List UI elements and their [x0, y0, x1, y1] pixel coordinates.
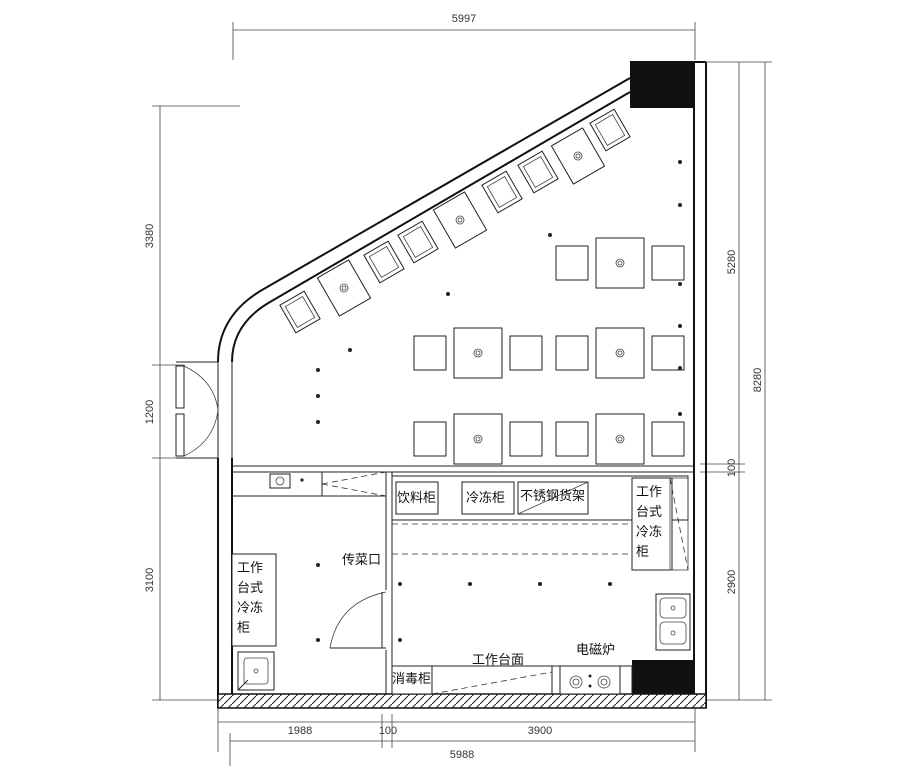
worktop-label: 工作台面	[472, 653, 524, 668]
hand-sink	[237, 651, 275, 691]
serving-window-label: 传菜口	[342, 553, 381, 568]
dim-bottom-total: 5988	[450, 749, 474, 761]
bench-freezer-left-line-3: 冷冻	[237, 600, 263, 616]
table	[595, 237, 645, 289]
dim-bottom-right: 3900	[528, 725, 552, 737]
dim-left-top: 3380	[144, 224, 156, 248]
bench-freezer-right-line-1: 工作	[636, 485, 662, 500]
dim-left-door: 1200	[144, 400, 156, 424]
dim-left-bottom: 3100	[144, 568, 156, 592]
column-bottom-right	[632, 660, 694, 694]
dim-right-total: 8280	[752, 368, 764, 392]
worktop	[391, 665, 633, 695]
dim-right-mid: 100	[726, 459, 738, 477]
bench-freezer-right-line-3: 冷冻	[636, 524, 662, 540]
bench-freezer-left: 工作 台式 冷冻 柜	[231, 553, 277, 647]
disinfection-cabinet-label: 消毒柜	[392, 672, 431, 687]
bench-freezer-right: 工作 台式 冷冻 柜	[631, 477, 689, 571]
kitchen	[391, 475, 689, 555]
window-seating	[279, 108, 631, 334]
column-top-right	[630, 62, 694, 108]
freezer-label: 冷冻柜	[466, 490, 505, 506]
drink-cabinet-label: 饮料柜	[397, 491, 436, 506]
bench-freezer-right-line-2: 台式	[636, 505, 662, 520]
dim-right-lower: 2900	[726, 570, 738, 594]
dim-right-upper: 5280	[726, 250, 738, 274]
ceiling-lights	[316, 160, 682, 642]
walls	[217, 61, 707, 709]
dim-bottom-left: 1988	[288, 725, 312, 737]
induction-cooker-label: 电磁炉	[576, 643, 615, 658]
double-sink	[655, 593, 691, 651]
bench-freezer-left-line-2: 台式	[237, 581, 263, 596]
front-counter	[232, 471, 387, 497]
bench-freezer-left-line-4: 柜	[237, 621, 250, 636]
dim-bottom-mid: 100	[379, 725, 397, 737]
entrance-door[interactable]	[175, 361, 233, 459]
steel-shelf-label: 不锈钢货架	[520, 488, 585, 504]
kitchen-door[interactable]	[329, 591, 387, 649]
dim-top-width: 5997	[452, 13, 476, 25]
bench-freezer-left-line-1: 工作	[237, 561, 263, 576]
dining-tables	[413, 237, 685, 465]
bench-freezer-right-line-4: 柜	[636, 545, 649, 560]
